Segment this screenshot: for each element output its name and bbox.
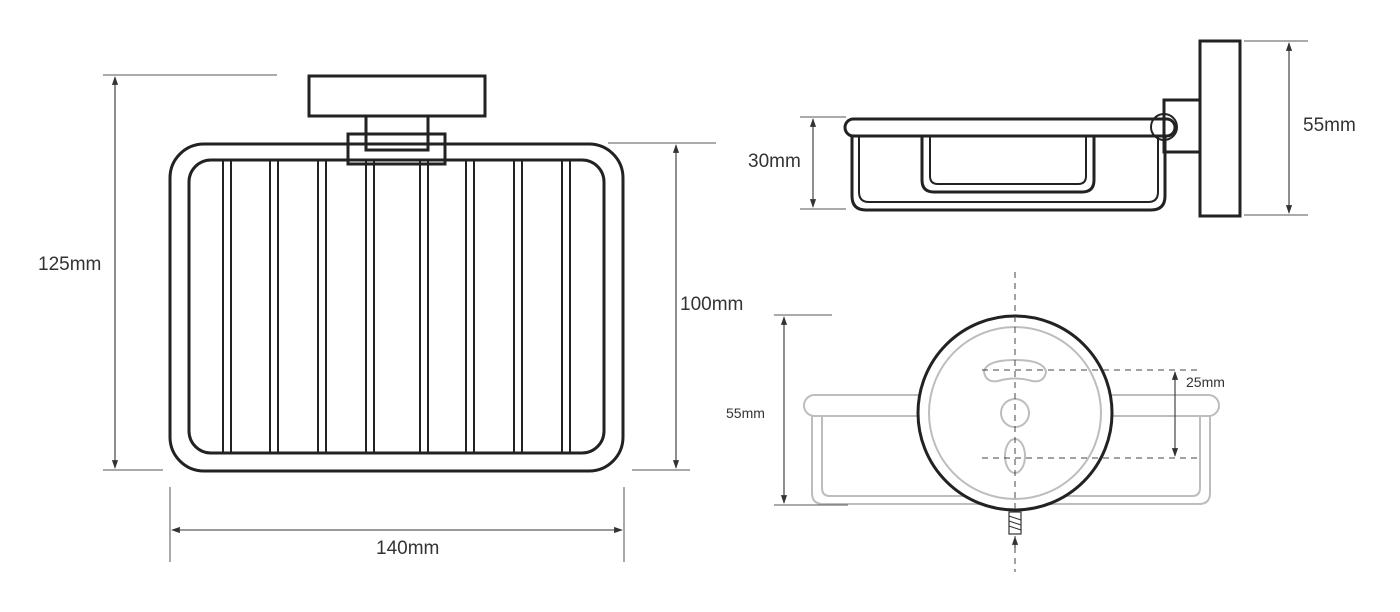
front-basket-wires xyxy=(222,161,571,452)
side-tray-inner xyxy=(858,136,1159,203)
bottom-view: 55mm 25mm xyxy=(726,272,1225,572)
dim-label-side-depth: 30mm xyxy=(748,151,801,172)
side-connector xyxy=(1162,98,1202,154)
front-view: 125mm 100mm 140mm xyxy=(38,74,743,562)
dim-front-height: 125mm xyxy=(38,74,277,471)
dim-side-height: 55mm xyxy=(1244,40,1356,216)
side-cradle xyxy=(920,136,1096,194)
dim-side-depth: 30mm xyxy=(748,116,846,210)
side-top-rail xyxy=(843,117,1177,138)
dim-label-bottom-hole-spacing: 25mm xyxy=(1186,374,1225,390)
dim-bottom-hole-spacing: 25mm xyxy=(1171,371,1225,457)
dim-label-bottom-height: 55mm xyxy=(726,405,765,421)
side-view: 30mm 55mm xyxy=(748,39,1356,218)
front-basket-inner xyxy=(187,158,606,455)
dim-label-front-width: 140mm xyxy=(376,538,439,559)
dim-front-basket-height: 100mm xyxy=(608,142,743,471)
front-wall-mount xyxy=(307,74,487,118)
bottom-round-plate-outer xyxy=(916,314,1114,512)
side-tray-outer xyxy=(850,136,1167,212)
dim-label-side-height: 55mm xyxy=(1303,115,1356,136)
screw-icon xyxy=(1008,511,1022,548)
bottom-keyhole-slot xyxy=(982,358,1048,383)
dim-front-width: 140mm xyxy=(169,487,625,562)
front-connector-clip xyxy=(346,132,447,166)
dim-label-front-basket-height: 100mm xyxy=(680,294,743,315)
side-cradle-inner xyxy=(929,136,1087,185)
side-wall-plate xyxy=(1198,39,1242,218)
dim-label-front-height: 125mm xyxy=(38,254,101,275)
front-basket-outer xyxy=(168,142,625,473)
dim-bottom-height: 55mm xyxy=(726,314,848,506)
